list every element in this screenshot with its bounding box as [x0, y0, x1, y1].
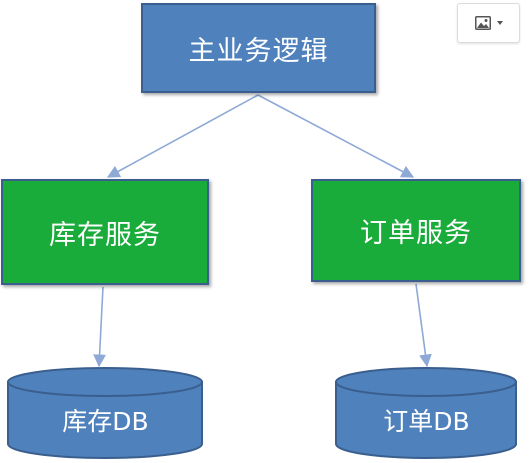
inventory-db-label: 库存DB [62, 407, 149, 436]
main-business-logic-box: 主业务逻辑 [141, 3, 376, 93]
arrow-main-to-inventory [106, 94, 259, 178]
order-service-box: 订单服务 [311, 179, 521, 282]
image-menu-button[interactable] [457, 3, 520, 43]
arrow-order-to-db [415, 283, 432, 368]
image-icon [474, 16, 491, 30]
inventory-service-box: 库存服务 [1, 179, 209, 285]
arrow-inventory-to-db [93, 286, 106, 368]
caret-down-icon [496, 21, 503, 25]
order-db-label: 订单DB [383, 407, 470, 436]
arrow-main-to-order [257, 94, 415, 178]
